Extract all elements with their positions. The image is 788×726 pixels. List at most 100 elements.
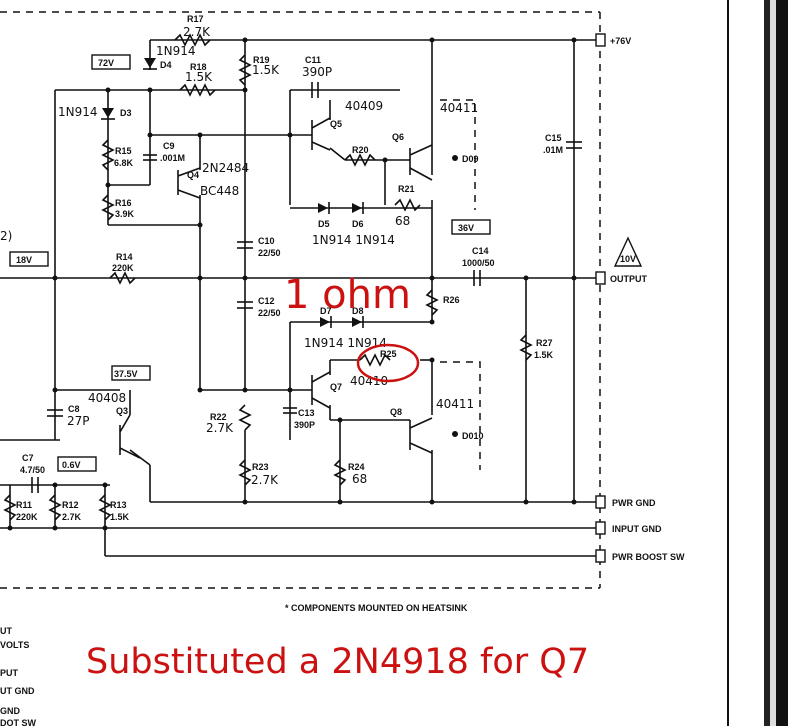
- label-left_legend-3: UT GND: [0, 686, 35, 696]
- label-components-r27v: 1.5K: [534, 350, 554, 360]
- diode-d3: [102, 108, 114, 118]
- label-components-q5t: 40409: [345, 99, 383, 113]
- label-components-d6: D6: [352, 219, 364, 229]
- heatsink-boxes: [440, 99, 481, 470]
- label-components-r18: R18: [190, 62, 207, 72]
- label-left_legend-1: VOLTS: [0, 640, 29, 650]
- resistor-r20: [344, 153, 376, 167]
- label-components-q3: Q3: [116, 406, 128, 416]
- page-edge: [727, 0, 788, 726]
- heatsink-note: * COMPONENTS MOUNTED ON HEATSINK: [285, 603, 468, 613]
- label-components-r22: R22: [210, 412, 227, 422]
- label-components-c11v: 390P: [302, 65, 332, 79]
- capacitor-c13: [283, 407, 297, 414]
- resistor-r12: [48, 494, 62, 521]
- tag-10v: 10V: [620, 254, 636, 264]
- label-components-r17v: 2.7K: [183, 25, 211, 39]
- r25-highlight-circle: [356, 343, 420, 383]
- label-components-d3: D3: [120, 108, 132, 118]
- resistor-r19: [238, 54, 252, 86]
- terminal-pads: [595, 33, 606, 563]
- label-components-left_note: 2): [0, 229, 12, 243]
- label-components-q4t: 2N2484: [202, 161, 249, 175]
- label-components-r18v: 1.5K: [185, 70, 213, 84]
- label-components-c9: C9: [163, 141, 175, 151]
- resistors: [3, 33, 533, 521]
- capacitor-c8: [47, 409, 63, 417]
- label-components-c13: C13: [298, 408, 315, 418]
- resistor-r21: [394, 198, 421, 212]
- tag-36v: 36V: [458, 223, 474, 233]
- label-components-q6t: 40411: [440, 101, 478, 115]
- label-left_legend-0: UT: [0, 626, 12, 636]
- label-components-d09: D09: [462, 154, 479, 164]
- label-components-c12v: 22/50: [258, 308, 281, 318]
- label-components-d8: D8: [352, 306, 364, 316]
- label-components-r25: R25: [380, 349, 397, 359]
- enclosure-dashed-border: [0, 11, 601, 589]
- label-components-d010: D010: [462, 431, 484, 441]
- label-components-d4t: 1N914: [156, 44, 196, 58]
- capacitor-c11: [311, 82, 319, 98]
- label-components-q8: Q8: [390, 407, 402, 417]
- label-components-r15v: 6.8K: [114, 158, 134, 168]
- resistor-r13: [98, 494, 112, 521]
- diode-d4: [144, 58, 156, 68]
- label-components-c7: C7: [22, 453, 34, 463]
- label-components-r13: R13: [110, 500, 127, 510]
- label-components-q6: Q6: [392, 132, 404, 142]
- transistor-q4: [177, 167, 201, 199]
- capacitor-c14: [473, 270, 481, 286]
- tag-0-6v: 0.6V: [62, 460, 81, 470]
- resistor-r14: [109, 271, 136, 285]
- resistor-r15: [101, 139, 115, 171]
- tag-72v: 72V: [98, 58, 114, 68]
- label-components-r15: R15: [115, 146, 132, 156]
- label-components-c8: C8: [68, 404, 80, 414]
- label-components-r21: R21: [398, 184, 415, 194]
- label-components-d78t: 1N914 1N914: [304, 336, 387, 350]
- label-components-d56t: 1N914 1N914: [312, 233, 395, 247]
- resistor-r22: [238, 404, 252, 431]
- transistor-q6: [409, 144, 433, 181]
- label-components-r23: R23: [252, 462, 269, 472]
- transistor-q7: [311, 371, 331, 409]
- label-components-c14v: 1000/50: [462, 258, 495, 268]
- terminal-pwr-gnd: PWR GND: [612, 498, 656, 508]
- label-components-r11: R11: [16, 500, 32, 510]
- voltage-tags: [9, 54, 643, 472]
- label-components-c11: C11: [305, 55, 321, 65]
- label-left_legend-4: GND: [0, 706, 21, 716]
- label-components-r20: R20: [352, 145, 369, 155]
- label-components-r22v: 2.7K: [206, 421, 234, 435]
- label-components-d3t: 1N914: [58, 105, 98, 119]
- resistance-annotation: 1 ohm: [284, 272, 411, 318]
- resistor-r18: [179, 83, 216, 97]
- terminal-output: OUTPUT: [610, 274, 648, 284]
- capacitor-c12: [237, 301, 253, 309]
- terminal-pwr-boost: PWR BOOST SW: [612, 552, 685, 562]
- label-components-r16: R16: [115, 198, 132, 208]
- label-components-c15v: .01M: [543, 145, 563, 155]
- label-components-r24: R24: [348, 462, 365, 472]
- transistors: [119, 117, 433, 459]
- junction-dots: [7, 37, 577, 531]
- label-components-q4t2: BC448: [200, 184, 239, 198]
- label-components-c12: C12: [258, 296, 275, 306]
- label-components-r16v: 3.9K: [115, 209, 135, 219]
- label-components-c14: C14: [472, 246, 489, 256]
- label-components-q7: Q7: [330, 382, 342, 392]
- label-components-d4: D4: [160, 60, 172, 70]
- resistor-r26: [425, 289, 439, 316]
- label-components-r11v: 220K: [16, 512, 38, 522]
- label-components-r19: R19: [253, 55, 270, 65]
- resistor-r16: [101, 194, 115, 221]
- terminal-input-gnd: INPUT GND: [612, 524, 662, 534]
- capacitor-c10: [237, 241, 253, 249]
- label-components-r14: R14: [116, 252, 133, 262]
- label-components-r12v: 2.7K: [62, 512, 82, 522]
- label-components-q5: Q5: [330, 119, 342, 129]
- label-left_legend-2: PUT: [0, 668, 19, 678]
- resistor-r23: [238, 459, 252, 486]
